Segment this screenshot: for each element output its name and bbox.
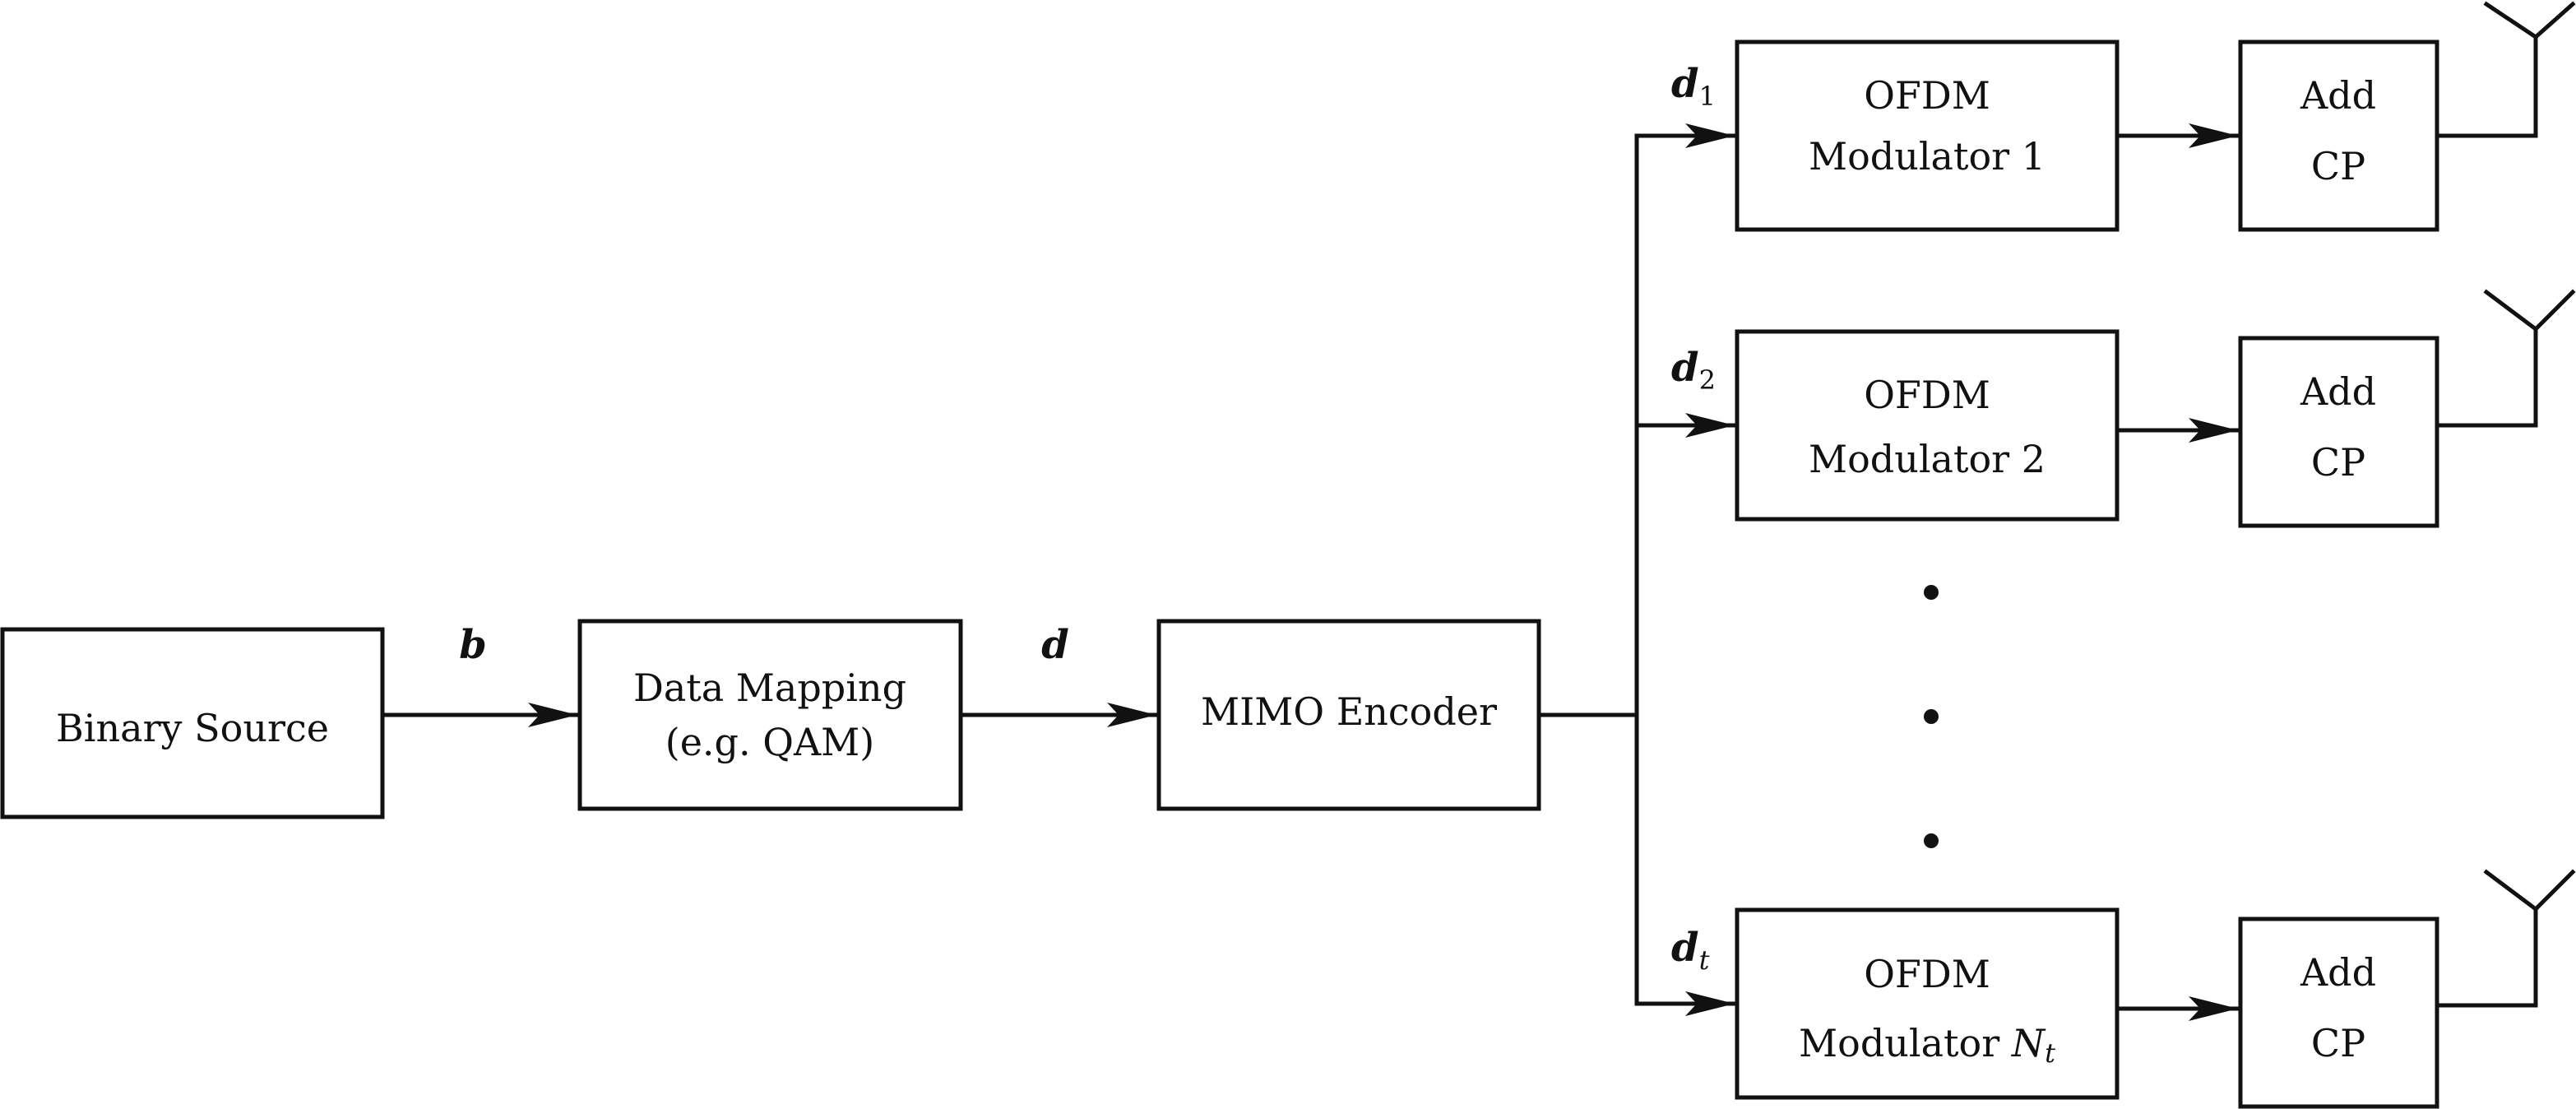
antenna-icon xyxy=(2435,1,2576,138)
antenna-icon xyxy=(2435,289,2576,428)
data-mapping-label-line1: Data Mapping xyxy=(633,666,906,710)
ofdm-modulator-1-label-bottom: Modulator 1 xyxy=(1809,134,2046,179)
ellipsis-dot-1 xyxy=(1924,585,1939,600)
signal-b-label: b xyxy=(459,622,487,668)
signal-d2-label: d2 xyxy=(1671,345,1716,396)
add-cp-2-label-bottom: CP xyxy=(2311,440,2365,485)
data-mapping-label-line2: (e.g. QAM) xyxy=(665,720,874,764)
add-cp-2-label-top: Add xyxy=(2300,369,2376,414)
add-cp-nt-block: Add CP xyxy=(2238,916,2439,1109)
add-cp-nt-label-bottom: CP xyxy=(2311,1021,2365,1065)
signal-dt-label: dt xyxy=(1671,925,1710,976)
add-cp-1-label-top: Add xyxy=(2300,73,2376,118)
ofdm-modulator-1-block: OFDM Modulator 1 xyxy=(1735,39,2120,232)
signal-d-label: d xyxy=(1041,622,1069,668)
ofdm-modulator-2-block: OFDM Modulator 2 xyxy=(1735,329,2120,522)
ofdm-modulator-nt-label-top: OFDM xyxy=(1864,952,1990,996)
ofdm-modulator-1-label-top: OFDM xyxy=(1864,73,1990,118)
data-mapping-block: Data Mapping (e.g. QAM) xyxy=(577,619,963,811)
mimo-encoder-label: MIMO Encoder xyxy=(1201,689,1497,734)
ofdm-modulator-2-label-top: OFDM xyxy=(1864,373,1990,417)
ofdm-modulator-2-label-bottom: Modulator 2 xyxy=(1809,437,2046,481)
ellipsis-dot-3 xyxy=(1924,833,1939,848)
add-cp-nt-label-top: Add xyxy=(2300,950,2376,995)
add-cp-1-label-bottom: CP xyxy=(2311,144,2365,188)
binary-source-label: Binary Source xyxy=(56,706,329,750)
ellipsis-dot-2 xyxy=(1924,709,1939,724)
antenna-icon xyxy=(2435,869,2576,1008)
binary-source-block: Binary Source xyxy=(0,627,385,819)
signal-d1-label: d1 xyxy=(1671,61,1716,112)
mimo-encoder-block: MIMO Encoder xyxy=(1156,619,1541,811)
ofdm-modulator-nt-label-bottom: Modulator Nt xyxy=(1799,1021,2055,1069)
ofdm-modulator-nt-block: OFDM Modulator Nt xyxy=(1735,907,2120,1100)
add-cp-2-block: Add CP xyxy=(2238,336,2439,528)
add-cp-1-block: Add CP xyxy=(2238,39,2439,232)
